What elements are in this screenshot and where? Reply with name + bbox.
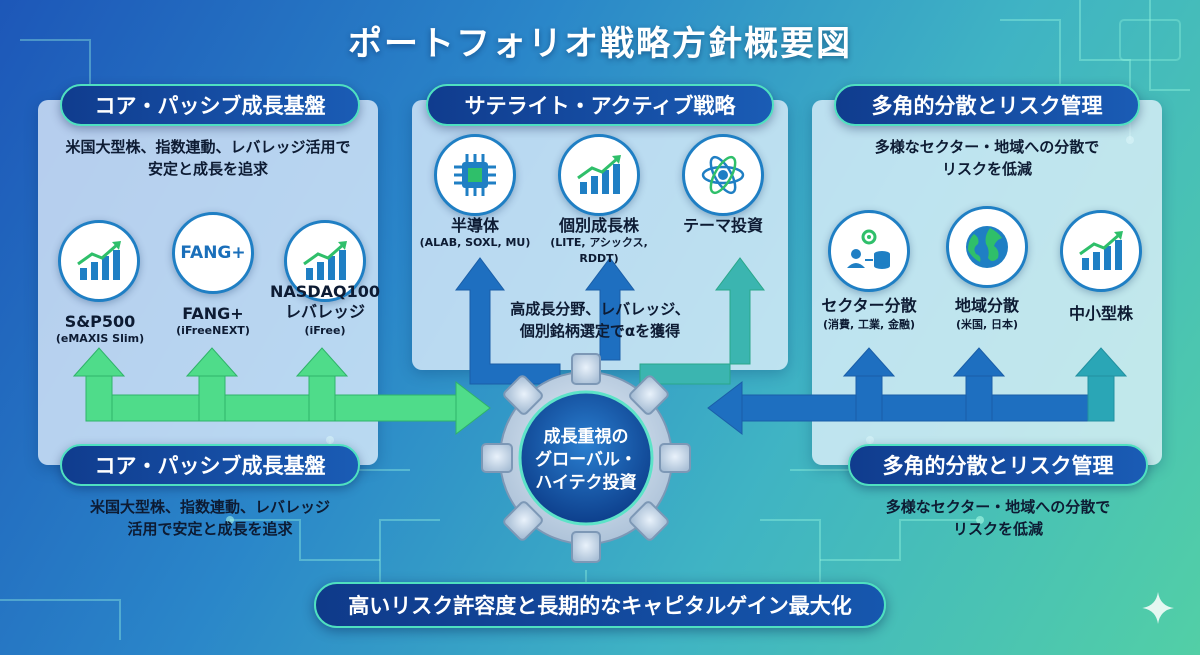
globe-icon <box>966 226 1008 268</box>
bar-chart-up-icon <box>577 155 621 194</box>
sparkle-icon <box>1142 592 1174 624</box>
center-text-line3: ハイテク投資 <box>535 473 637 493</box>
core-bottom-desc-line1: 米国大型株、指数連動、レバレッジ <box>89 498 330 516</box>
core-desc-line1: 米国大型株、指数連動、レバレッジ活用で <box>65 138 351 156</box>
page-title: ポートフォリオ戦略方針概要図 <box>348 24 852 64</box>
growth-label: 個別成長株 <box>558 216 639 235</box>
bottom-banner: 高いリスク許容度と長期的なキャピタルゲイン最大化 <box>314 582 886 628</box>
core-desc-line2: 安定と成長を追求 <box>147 160 268 178</box>
semiconductor-sub: (ALAB, SOXL, MU) <box>419 236 531 249</box>
sp500-sub: (eMAXIS Slim) <box>55 332 145 345</box>
bar-chart-up-icon <box>1079 231 1123 270</box>
satellite-desc-line1: 高成長分野、レバレッジ、 <box>510 300 690 318</box>
sp500-icon-circle <box>58 220 140 302</box>
satellite-heading: サテライト・アクティブ戦略 <box>426 84 774 126</box>
growth-sub-line1: (LITE, アシックス, <box>550 236 648 249</box>
atom-network-icon <box>701 155 745 195</box>
nasdaq-icon-circle <box>284 220 366 302</box>
bar-chart-up-icon <box>77 241 121 280</box>
semiconductor-icon-circle <box>434 134 516 216</box>
theme-label: テーマ投資 <box>682 216 763 235</box>
gear-icon <box>481 353 691 563</box>
sector-label: セクター分散 <box>821 296 917 315</box>
core-heading: コア・パッシブ成長基盤 <box>60 84 360 126</box>
fang-logo-text: FANG+ <box>180 243 246 263</box>
sector-sub: (消費, 工業, 金融) <box>822 318 916 331</box>
diversify-bottom-desc-line2: リスクを低減 <box>952 520 1043 538</box>
chip-icon <box>454 154 496 196</box>
sector-icon-circle <box>828 210 910 292</box>
bar-chart-up-icon <box>303 241 347 280</box>
diversify-heading: 多角的分散とリスク管理 <box>834 84 1140 126</box>
smallcap-label: 中小型株 <box>1068 304 1133 323</box>
core-bottom-heading: コア・パッシブ成長基盤 <box>60 444 360 486</box>
region-sub: (米国, 日本) <box>955 318 1019 331</box>
theme-icon-circle <box>682 134 764 216</box>
center-text-line1: 成長重視の <box>543 427 629 447</box>
smallcap-icon-circle <box>1060 210 1142 292</box>
diversify-desc-line1: 多様なセクター・地域への分散で <box>874 138 1100 156</box>
satellite-desc-line2: 個別銘柄選定でαを獲得 <box>519 322 681 340</box>
nasdaq-label-line2: レバレッジ <box>284 302 365 321</box>
diversify-bottom-heading: 多角的分散とリスク管理 <box>848 444 1148 486</box>
center-text-line2: グローバル・ <box>535 450 637 470</box>
nasdaq-label-line1: NASDAQ100 <box>270 282 380 301</box>
sp500-label: S&P500 <box>64 312 136 331</box>
core-bottom-desc-line2: 活用で安定と成長を追求 <box>127 520 293 538</box>
semiconductor-label: 半導体 <box>450 216 499 235</box>
diversify-desc-line2: リスクを低減 <box>941 160 1032 178</box>
diversify-bottom-desc-line1: 多様なセクター・地域への分散で <box>885 498 1111 516</box>
region-label: 地域分散 <box>954 296 1019 315</box>
growth-sub-line2: RDDT) <box>579 252 619 265</box>
region-icon-circle <box>946 206 1028 288</box>
growth-icon-circle <box>558 134 640 216</box>
fang-icon-circle: FANG+ <box>172 212 254 294</box>
people-gear-database-icon <box>847 229 890 269</box>
fang-label: FANG+ <box>182 304 244 323</box>
fang-sub: (iFreeNEXT) <box>176 324 250 337</box>
nasdaq-sub: (iFree) <box>304 324 346 337</box>
